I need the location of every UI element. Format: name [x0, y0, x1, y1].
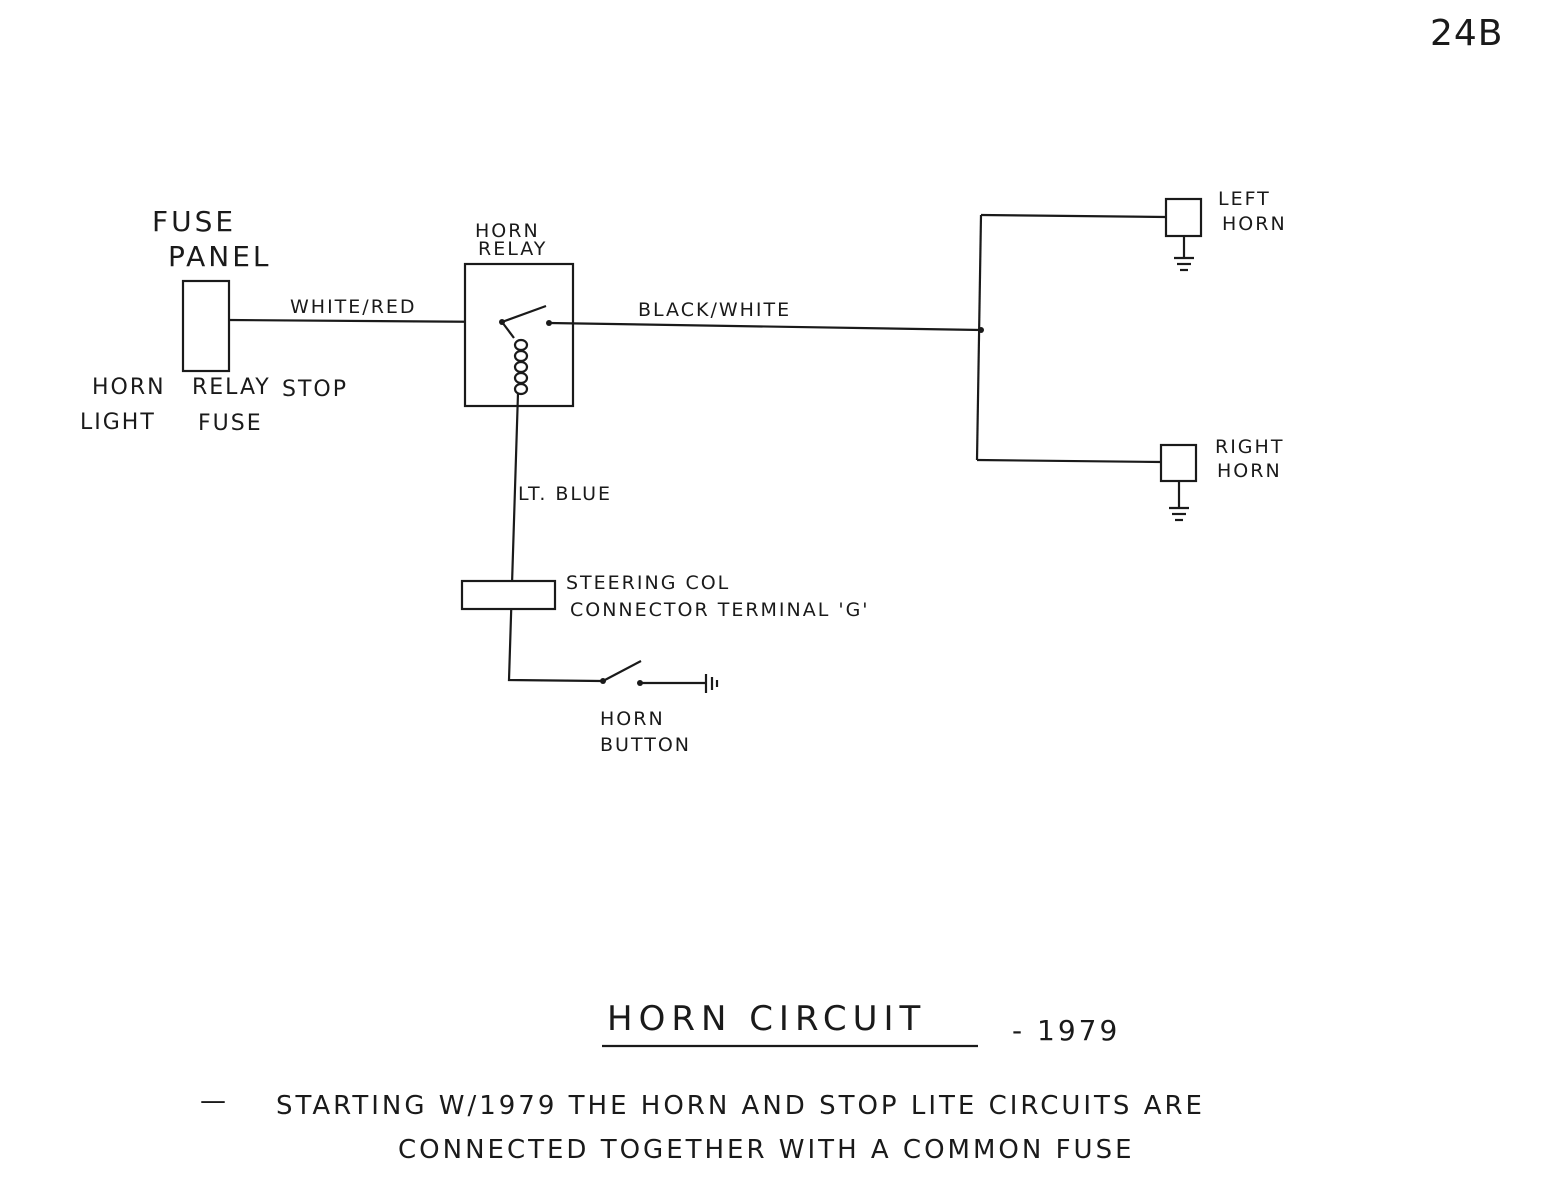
horn-button-switch-arm	[602, 660, 642, 682]
right-horn-ground-icon	[1169, 481, 1189, 522]
note-bullet: —	[200, 1086, 229, 1116]
note-line-2: CONNECTED TOGETHER WITH A COMMON FUSE	[398, 1135, 1135, 1165]
left-horn-box	[1164, 197, 1203, 238]
wire-black-white	[548, 321, 982, 332]
horn-feed-trunk	[975, 214, 983, 461]
fuse-callout-fuse: FUSE	[198, 411, 263, 436]
horn-button-ground-icon	[704, 674, 719, 693]
diagram-title: HORN CIRCUIT	[607, 999, 927, 1039]
fuse-panel-label-line2: PANEL	[168, 240, 272, 273]
left-horn-label-line1: LEFT	[1218, 188, 1271, 210]
left-horn-label-line2: HORN	[1222, 213, 1287, 235]
right-horn-label-line2: HORN	[1217, 460, 1282, 482]
relay-switch-arm	[501, 304, 547, 324]
wire-label-lt-blue: LT. BLUE	[518, 483, 612, 505]
fuse-callout-horn: HORN	[92, 375, 166, 400]
steering-column-connector-box	[460, 579, 557, 611]
fuse-panel-label-line1: FUSE	[152, 205, 237, 238]
fuse-callout-stop: STOP	[282, 377, 348, 402]
fuse-callout-light: LIGHT	[80, 410, 156, 435]
steering-connector-label-line1: STEERING COL	[566, 572, 731, 594]
fuse-callout-relay: RELAY	[192, 375, 271, 400]
relay-coil-icon	[513, 338, 529, 396]
fuse-panel-box	[181, 279, 231, 373]
note-line-1: STARTING W/1979 THE HORN AND STOP LITE C…	[276, 1091, 1205, 1121]
horn-button-label-line2: BUTTON	[600, 734, 691, 756]
wire-white-red	[228, 318, 503, 324]
wire-label-black-white: BLACK/WHITE	[638, 299, 792, 321]
wire-lt-blue	[507, 392, 602, 683]
wire-to-right-horn	[976, 458, 1162, 464]
right-horn-label-line1: RIGHT	[1215, 436, 1285, 458]
wire-to-left-horn	[980, 213, 1167, 219]
wire-label-white-red: WHITE/RED	[290, 296, 417, 318]
horn-button-label-line1: HORN	[600, 708, 665, 730]
steering-connector-label-line2: CONNECTOR TERMINAL 'G'	[570, 599, 870, 621]
horn-relay-label-line2: RELAY	[478, 238, 548, 260]
right-horn-box	[1159, 443, 1198, 483]
diagram-title-year: - 1979	[1012, 1014, 1121, 1047]
page-number: 24B	[1430, 13, 1504, 54]
horn-relay-label-line1: HORN	[475, 220, 540, 242]
left-horn-ground-icon	[1174, 236, 1194, 272]
relay-coil-lead	[501, 321, 515, 339]
